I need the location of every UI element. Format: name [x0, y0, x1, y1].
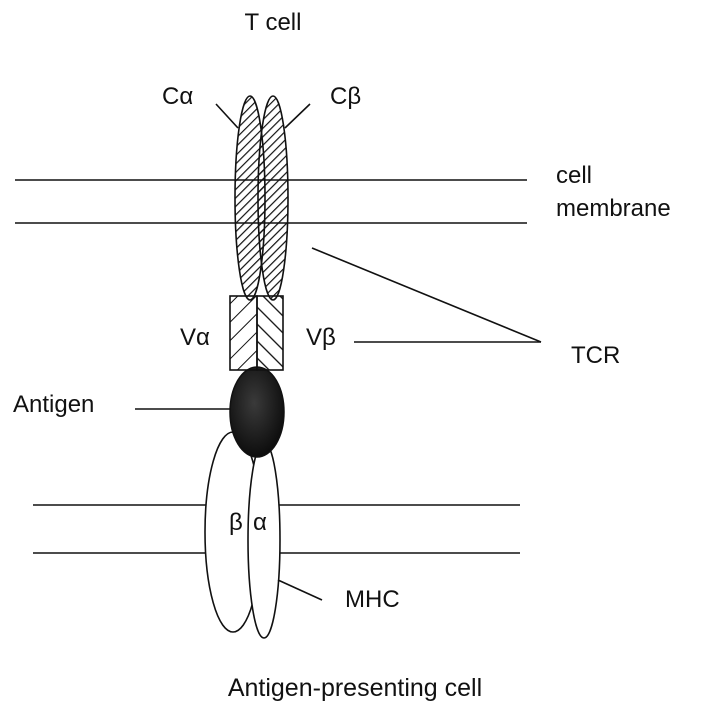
mhc-alpha-label: α	[253, 509, 267, 536]
tcr-label: TCR	[571, 342, 620, 369]
membrane-label-line2: membrane	[556, 195, 671, 222]
antigen-label: Antigen	[13, 391, 94, 418]
v-beta-domain	[257, 296, 283, 370]
apc-title: Antigen-presenting cell	[228, 674, 482, 702]
c-beta-domain	[258, 96, 288, 300]
c-alpha-leader	[216, 104, 238, 128]
mhc-leader	[278, 580, 322, 600]
t-cell-title: T cell	[245, 9, 302, 36]
c-alpha-label: Cα	[162, 83, 193, 110]
v-alpha-domain	[230, 296, 257, 370]
mhc-beta-label: β	[229, 509, 243, 536]
mhc-alpha-chain	[248, 442, 280, 638]
v-beta-label: Vβ	[306, 324, 336, 351]
c-beta-leader	[285, 104, 310, 128]
antigen-blob	[230, 367, 284, 457]
v-alpha-label: Vα	[180, 324, 210, 351]
mhc-label: MHC	[345, 586, 400, 613]
tcr-leader-c	[312, 248, 541, 342]
membrane-label-line1: cell	[556, 162, 592, 189]
c-beta-label: Cβ	[330, 83, 361, 110]
